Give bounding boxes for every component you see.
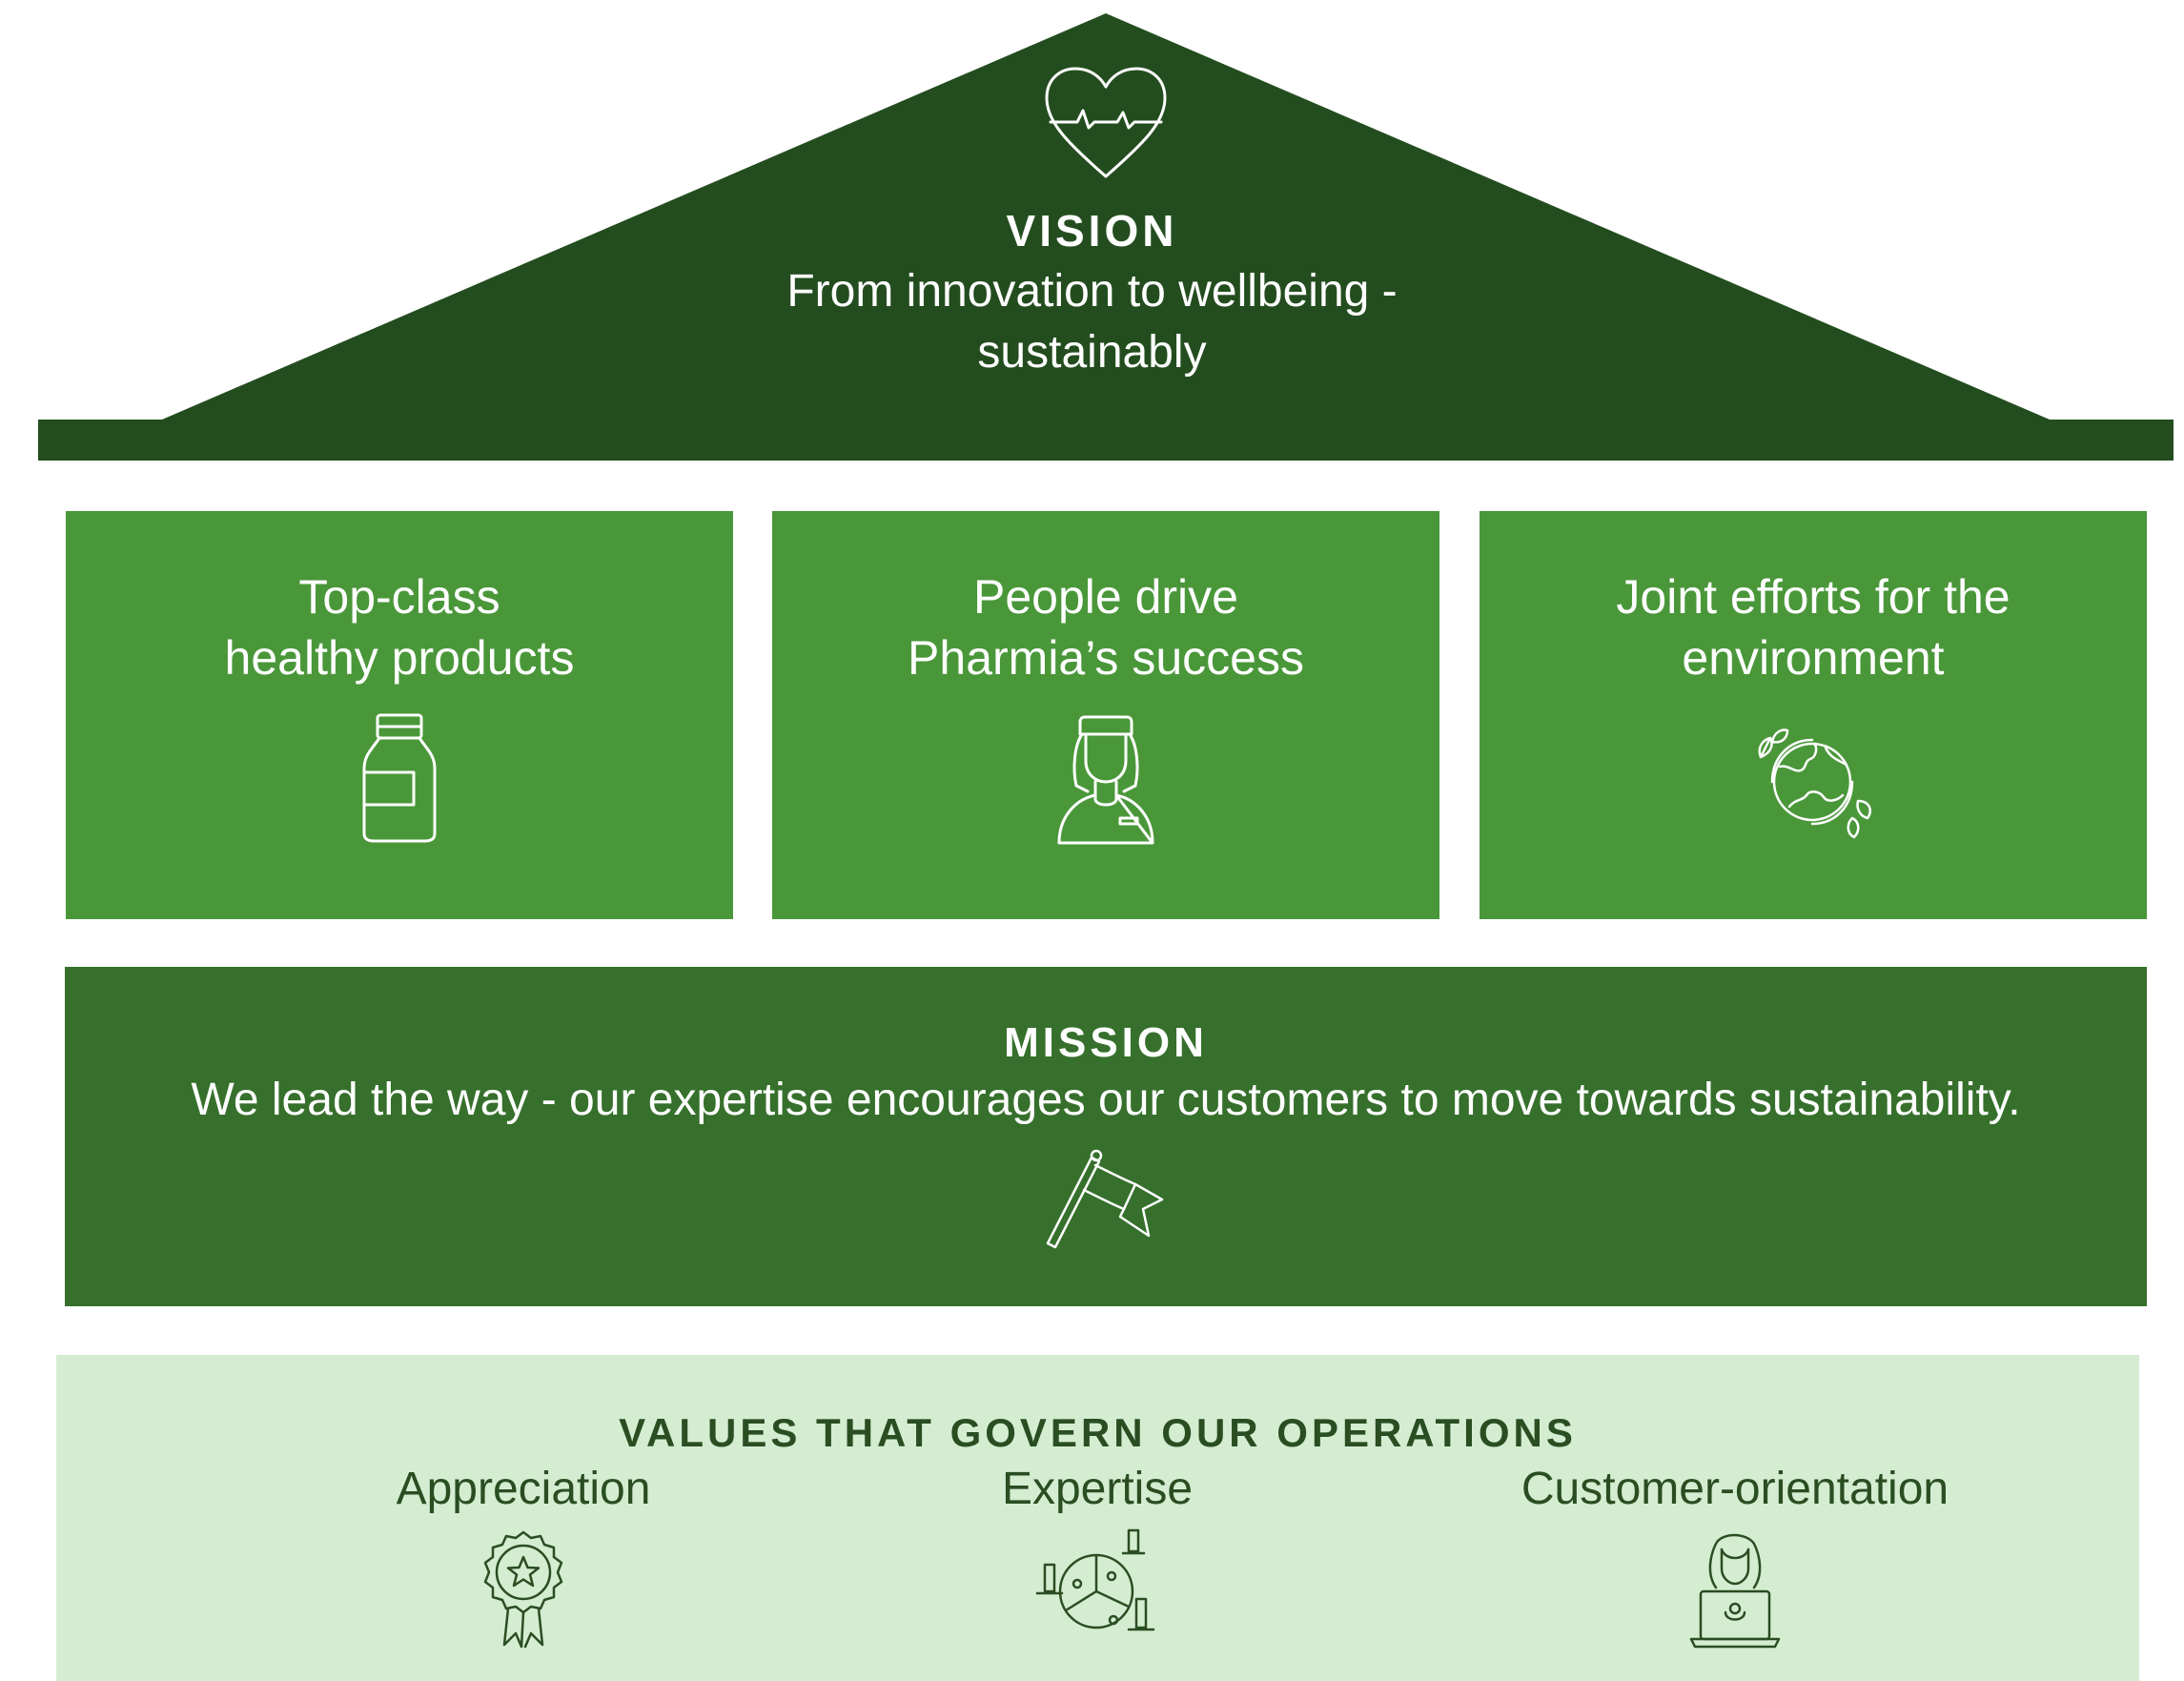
vision-text-line1: From innovation to wellbeing - [786, 266, 1398, 317]
flag-icon [1046, 1149, 1164, 1249]
pillar-text: Top-class healthy products [66, 566, 733, 688]
value-label: Appreciation [396, 1464, 651, 1514]
vision-text-line2: sustainably [977, 327, 1207, 378]
customer-laptop-icon [1689, 1533, 1781, 1649]
value-appreciation: Appreciation [256, 1462, 790, 1650]
pillar-line2: environment [1682, 631, 1945, 685]
supplement-bottle-icon [362, 713, 437, 843]
pillar-healthy-products: Top-class healthy products [66, 511, 733, 919]
award-star-icon [483, 1530, 563, 1649]
pillar-line1: Joint efforts for the [1616, 570, 2011, 624]
chart-analytics-icon [1035, 1528, 1155, 1631]
pillar-text: People drive Pharmia’s success [772, 566, 1439, 688]
vision-heading: VISION [1006, 206, 1178, 256]
pillar-line2: Pharmia’s success [908, 631, 1304, 685]
heart-pulse-icon [1045, 67, 1167, 178]
values-heading: VALUES THAT GOVERN OUR OPERATIONS [619, 1410, 1577, 1455]
value-customer-orientation: Customer-orientation [1468, 1462, 2002, 1650]
mission-heading: MISSION [1004, 1019, 1208, 1066]
pharmacist-icon [1057, 715, 1154, 845]
value-label: Customer-orientation [1521, 1464, 1949, 1514]
value-label: Expertise [1001, 1464, 1194, 1514]
mission-band: MISSION We lead the way - our expertise … [65, 967, 2147, 1306]
value-expertise: Expertise [830, 1462, 1364, 1641]
vision-roof [38, 13, 2174, 461]
pillar-environment: Joint efforts for the environment [1480, 511, 2147, 919]
globe-leaves-icon [1758, 728, 1871, 839]
pillar-people: People drive Pharmia’s success [772, 511, 1439, 919]
pillar-text: Joint efforts for the environment [1480, 566, 2147, 688]
mission-text: We lead the way - our expertise encourag… [191, 1075, 2021, 1125]
pillar-line1: Top-class [298, 570, 500, 624]
pillar-line2: healthy products [224, 631, 575, 685]
values-band: VALUES THAT GOVERN OUR OPERATIONS Apprec… [56, 1355, 2139, 1681]
pillar-line1: People drive [973, 570, 1238, 624]
